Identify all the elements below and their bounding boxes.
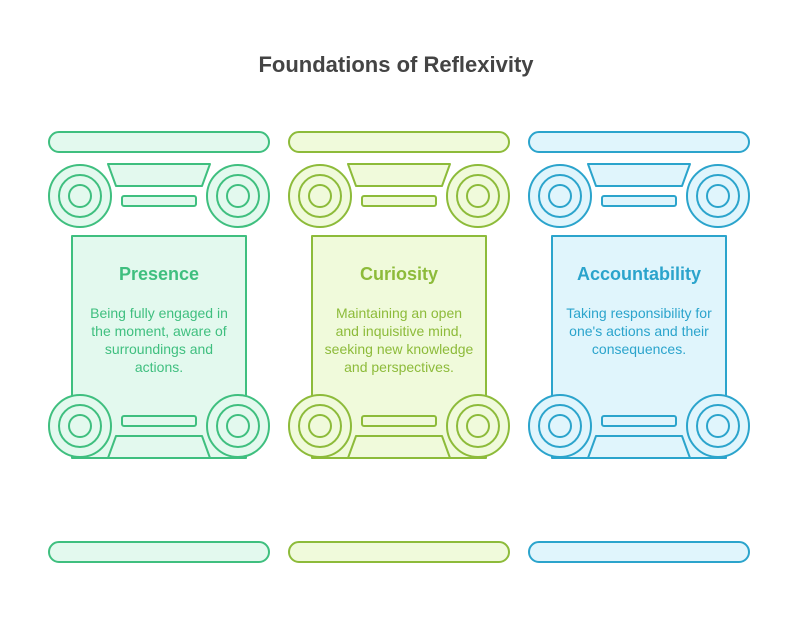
column-base (528, 394, 750, 459)
pillar-accountability: Accountability Taking responsibility for… (528, 128, 750, 568)
volute-inner-right (466, 414, 490, 438)
volute-inner-right (706, 184, 730, 208)
column-capital (528, 163, 750, 228)
pillar-curiosity: Curiosity Maintaining an open and inquis… (288, 128, 510, 568)
pillar-graphic (48, 131, 270, 563)
abacus-top (48, 131, 270, 153)
capital-trapezoid (107, 435, 211, 459)
capital-band (361, 415, 437, 427)
column-shaft (311, 235, 487, 459)
volute-inner-left (308, 184, 332, 208)
capital-trapezoid (587, 435, 691, 459)
plinth-bottom (48, 541, 270, 563)
capital-trapezoid (347, 435, 451, 459)
volute-inner-right (466, 184, 490, 208)
column-capital (288, 163, 510, 228)
column-shaft (551, 235, 727, 459)
capital-trapezoid (107, 163, 211, 187)
pillar-graphic (288, 131, 510, 563)
capital-band (121, 195, 197, 207)
volute-inner-right (226, 414, 250, 438)
capital-band (121, 415, 197, 427)
volute-inner-left (548, 184, 572, 208)
abacus-top (528, 131, 750, 153)
volute-inner-left (68, 414, 92, 438)
pillar-description: Maintaining an open and inquisitive mind… (324, 305, 474, 375)
volute-inner-left (308, 414, 332, 438)
column-base (48, 394, 270, 459)
volute-inner-left (68, 184, 92, 208)
capital-trapezoid (347, 163, 451, 187)
pillar-presence: Presence Being fully engaged in the mome… (48, 128, 270, 568)
pillar-description: Being fully engaged in the moment, aware… (90, 305, 228, 375)
pillar-heading: Accountability (576, 264, 701, 284)
plinth-bottom (528, 541, 750, 563)
pillar-description: Taking responsibility for one's actions … (566, 305, 712, 357)
column-base (288, 394, 510, 459)
capital-band (361, 195, 437, 207)
plinth-bottom (288, 541, 510, 563)
abacus-top (288, 131, 510, 153)
capital-band (601, 195, 677, 207)
capital-trapezoid (587, 163, 691, 187)
pillar-heading: Presence (118, 264, 200, 284)
diagram-title: Foundations of Reflexivity (258, 52, 534, 77)
volute-inner-right (226, 184, 250, 208)
capital-band (601, 415, 677, 427)
volute-inner-right (706, 414, 730, 438)
pillar-graphic (528, 131, 750, 563)
pillar-heading: Curiosity (359, 264, 438, 284)
volute-inner-left (548, 414, 572, 438)
column-shaft (71, 235, 247, 459)
column-capital (48, 163, 270, 228)
